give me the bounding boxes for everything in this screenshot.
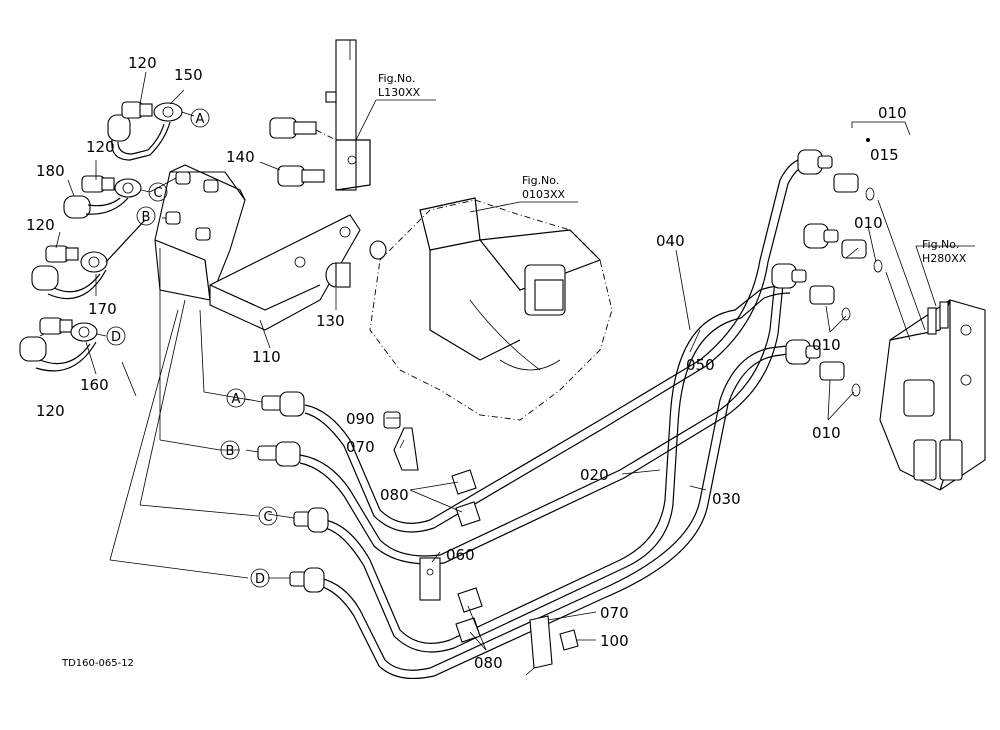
figure-ref-line1: Fig.No. xyxy=(922,238,959,251)
circle-letter: B xyxy=(142,210,151,225)
circle-letter: D xyxy=(111,330,121,345)
circle-letter-c-bottom: C xyxy=(258,506,278,526)
callout-010: 010 xyxy=(812,336,841,354)
circle-letter-d-bottom: D xyxy=(250,568,270,588)
circle-letter: C xyxy=(153,186,162,201)
callout-030: 030 xyxy=(712,490,741,508)
hose-assembly-b xyxy=(31,219,146,300)
callout-070: 070 xyxy=(346,438,375,456)
callout-090: 090 xyxy=(346,410,375,428)
circle-letter: A xyxy=(196,112,205,127)
callout-080: 080 xyxy=(380,486,409,504)
hose-assembly-c xyxy=(63,175,151,219)
circle-letter-d-top: D xyxy=(106,326,126,346)
figure-ref-line1: Fig.No. xyxy=(378,72,415,85)
bracket-upper xyxy=(325,39,371,191)
transmission-housing xyxy=(369,197,613,421)
circle-letter: B xyxy=(226,444,235,459)
callout-015: 015 xyxy=(870,146,899,164)
circle-letter-c-top: C xyxy=(148,182,168,202)
callout-020: 020 xyxy=(580,466,609,484)
circle-letter: A xyxy=(232,392,241,407)
callout-120: 120 xyxy=(86,138,115,156)
pipe-end-fittings-right xyxy=(771,149,839,365)
figure-ref-line2: L130XX xyxy=(378,86,421,99)
circle-letter: C xyxy=(263,510,272,525)
callout-130: 130 xyxy=(316,312,345,330)
clamp-parts xyxy=(383,411,579,676)
leader-lines xyxy=(39,71,975,651)
callout-110: 110 xyxy=(252,348,281,366)
callout-010: 010 xyxy=(854,214,883,232)
circle-letter-a-top: A xyxy=(190,108,210,128)
figure-ref-line2: H280XX xyxy=(922,252,967,265)
callout-140: 140 xyxy=(226,148,255,166)
figure-ref-line1: Fig.No. xyxy=(522,174,559,187)
callout-010: 010 xyxy=(878,104,907,122)
figure-ref-h280xx: Fig.No. H280XX xyxy=(922,238,967,265)
pipe-020 xyxy=(324,284,791,653)
callout-120: 120 xyxy=(36,402,65,420)
circle-letter-b-top: B xyxy=(136,206,156,226)
circle-letter-b-bottom: B xyxy=(220,440,240,460)
callout-100: 100 xyxy=(600,632,629,650)
callout-060: 060 xyxy=(446,546,475,564)
circle-letter-a-bottom: A xyxy=(226,388,246,408)
callout-040: 040 xyxy=(656,232,685,250)
callout-180: 180 xyxy=(36,162,65,180)
figure-ref-l130xx: Fig.No. L130XX xyxy=(378,72,421,99)
callout-170: 170 xyxy=(88,300,117,318)
callout-070: 070 xyxy=(600,604,629,622)
bracket-110 xyxy=(209,214,361,331)
spacer-130 xyxy=(325,240,387,288)
callout-050: 050 xyxy=(686,356,715,374)
hose-assembly-d xyxy=(19,317,107,372)
fitting-140 xyxy=(269,117,337,187)
callout-120: 120 xyxy=(26,216,55,234)
pipe-end-fittings xyxy=(257,391,329,593)
valve-block xyxy=(149,164,246,301)
control-valve xyxy=(877,199,986,491)
callout-150: 150 xyxy=(174,66,203,84)
adapter-010 xyxy=(809,121,911,397)
diagram-code: TD160-065-12 xyxy=(61,658,134,669)
callout-120: 120 xyxy=(128,54,157,72)
circle-letter: D xyxy=(255,572,265,587)
figure-ref-0103xx: Fig.No. 0103XX xyxy=(522,174,566,201)
pipe-040 xyxy=(304,157,806,533)
figure-ref-line2: 0103XX xyxy=(522,188,566,201)
callout-160: 160 xyxy=(80,376,109,394)
callout-010: 010 xyxy=(812,424,841,442)
callout-080: 080 xyxy=(474,654,503,672)
pipe-030 xyxy=(319,344,796,679)
hose-assembly-a xyxy=(107,101,195,161)
